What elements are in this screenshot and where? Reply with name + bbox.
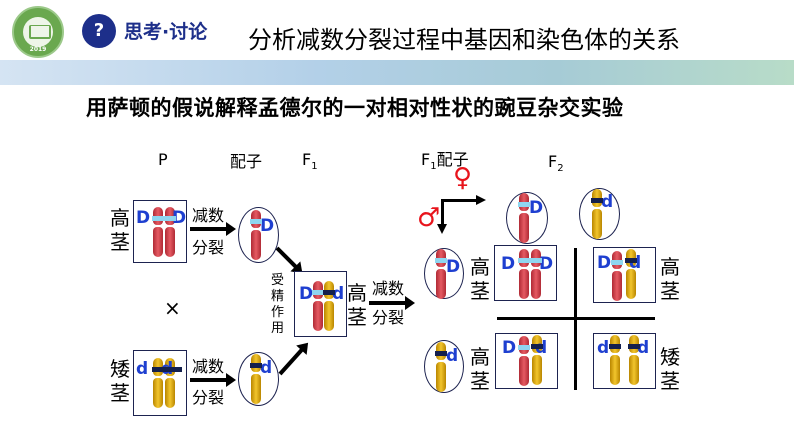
allele: D <box>501 254 516 274</box>
allele: d <box>637 338 650 358</box>
allele: d <box>597 338 610 358</box>
gamete-tall: D <box>238 207 279 263</box>
f2-label: F <box>548 152 558 171</box>
female-gamete-D: D <box>506 192 548 244</box>
chromosome-yellow <box>435 342 447 392</box>
f2-box-dd: d d <box>593 333 656 389</box>
allele: d <box>332 284 345 304</box>
allele: d <box>446 346 459 366</box>
chromosome-yellow <box>591 189 603 239</box>
chromosome-yellow <box>250 354 262 404</box>
grid-horizontal-line <box>497 317 655 320</box>
arrow <box>369 296 415 310</box>
f2-box-Dd-bottom: D d <box>495 333 558 389</box>
allele: D <box>597 253 612 273</box>
subtitle: 用萨顿的假说解释孟德尔的一对相对性状的豌豆杂交实验 <box>86 96 624 120</box>
short-label: 矮茎 <box>110 357 130 405</box>
column-gametes: 配子 <box>230 152 263 171</box>
chromosome-yellow <box>531 335 543 385</box>
female-gamete-d: d <box>579 188 620 240</box>
chromosome-red <box>164 207 176 257</box>
f1-phenotype: 高茎 <box>347 281 367 329</box>
cross-symbol: × <box>164 296 181 320</box>
gametes-label: 配子 <box>436 150 469 169</box>
chromosome-red <box>518 249 530 299</box>
f2-phenotype-bottom-right: 矮茎 <box>660 345 680 393</box>
f1-label: F <box>421 150 431 169</box>
school-logo: 2019 <box>12 6 64 58</box>
male-axis <box>441 199 444 225</box>
parent-short-box: d d <box>133 350 187 416</box>
meiosis-label: 减数 <box>192 206 225 225</box>
meiosis-label: 减数 <box>372 279 405 298</box>
allele: D <box>539 254 554 274</box>
f1-label: F <box>302 150 312 169</box>
allele: d <box>260 358 273 378</box>
arrowhead <box>476 195 486 205</box>
chromosome-red <box>518 336 530 386</box>
allele: D <box>172 208 187 228</box>
meiosis-label: 分裂 <box>372 308 405 327</box>
f2-phenotype-top-right: 高茎 <box>660 255 680 303</box>
f1-subscript: 1 <box>430 161 437 173</box>
section-label: 思考·讨论 <box>124 21 208 43</box>
chromosome-yellow <box>164 358 182 408</box>
chromosome-yellow <box>625 249 637 299</box>
meiosis-label: 分裂 <box>192 388 225 407</box>
chromosome-red <box>530 249 542 299</box>
male-icon: ♂ <box>417 203 441 233</box>
arrow <box>275 246 299 270</box>
f1-box: D d <box>294 271 347 337</box>
f2-box-DD: D D <box>494 245 557 301</box>
book-icon <box>29 25 51 39</box>
allele: D <box>446 257 461 277</box>
allele: D <box>502 338 517 358</box>
chromosome-red <box>250 210 262 260</box>
female-icon: ♀ <box>453 163 473 193</box>
allele: D <box>260 216 275 236</box>
f1-subscript: 1 <box>311 161 318 173</box>
chromosome-yellow <box>152 358 164 408</box>
chromosome-yellow <box>609 335 621 385</box>
arrow <box>190 373 236 387</box>
chromosome-yellow <box>628 335 640 385</box>
meiosis-label: 分裂 <box>192 238 225 257</box>
allele: D <box>299 284 314 304</box>
arrowhead <box>437 224 447 234</box>
chromosome-red <box>611 251 623 301</box>
f2-phenotype-bottom-left: 高茎 <box>470 345 490 393</box>
meiosis-label: 减数 <box>192 357 225 376</box>
chromosome-red <box>518 193 530 243</box>
allele: d <box>601 192 614 212</box>
parent-tall-box: D D <box>133 200 187 263</box>
chromosome-red <box>435 249 447 299</box>
male-gamete-d: d <box>424 340 464 393</box>
f2-phenotype-top-left: 高茎 <box>470 255 490 303</box>
chromosome-red <box>312 281 324 331</box>
column-f1-gametes: F1配子 <box>421 146 469 172</box>
allele: d <box>136 359 149 379</box>
arrow <box>190 222 236 236</box>
thinking-head-icon: ? <box>82 14 116 48</box>
page-title: 分析减数分裂过程中基因和染色体的关系 <box>248 26 680 54</box>
column-p: P <box>158 150 168 169</box>
column-f2: F2 <box>548 152 564 174</box>
column-f1: F1 <box>302 150 318 172</box>
header-band <box>0 60 794 85</box>
allele: D <box>136 208 151 228</box>
allele: D <box>529 198 544 218</box>
f2-box-Dd-top: D d <box>593 247 656 303</box>
gamete-short: d <box>238 352 279 406</box>
arrow <box>278 347 305 376</box>
female-axis <box>442 199 478 202</box>
chromosome-yellow <box>323 281 335 331</box>
f2-subscript: 2 <box>557 163 564 175</box>
fertilization-label: 受精作用 <box>271 273 285 336</box>
tall-label: 高茎 <box>110 206 130 254</box>
male-gamete-D: D <box>424 248 464 299</box>
allele: d <box>629 253 642 273</box>
chromosome-red <box>152 207 164 257</box>
